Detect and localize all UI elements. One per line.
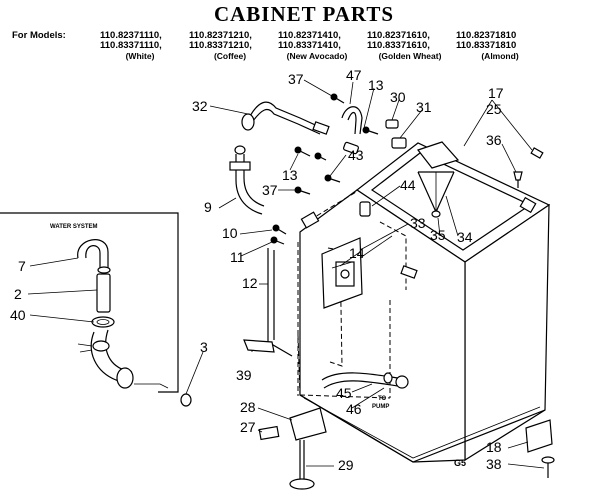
models-prefix: For Models:: [12, 30, 66, 41]
pipe: [341, 106, 363, 135]
water-tube: [96, 273, 111, 313]
part-number: 11: [230, 249, 245, 265]
part-number: 38: [486, 456, 502, 472]
rear-leg: [525, 419, 555, 478]
part-number: 35: [430, 227, 446, 243]
drain-tube: [229, 145, 265, 215]
inset-label: WATER SYSTEM: [50, 224, 98, 230]
part-number: 43: [348, 147, 364, 163]
to-pump-label: PUMP: [372, 404, 389, 410]
part-number: 30: [390, 89, 406, 105]
model-number: 110.83371610,: [367, 40, 430, 51]
part-number: 9: [204, 199, 212, 215]
to-pump-label: TO: [378, 396, 387, 402]
hose-clamp: [91, 316, 115, 328]
part-number: 3: [200, 339, 208, 355]
part-number: 40: [10, 307, 26, 323]
model-number: 110.83371410,: [278, 40, 341, 51]
rod: [267, 248, 293, 357]
part-number: 37: [288, 71, 304, 87]
color-caption: (New Avocado): [286, 51, 348, 61]
color-caption: (Almond): [481, 51, 519, 61]
part-number: 31: [416, 99, 432, 115]
part-number: 10: [222, 225, 238, 241]
part-number: 14: [349, 245, 365, 261]
part-number: 27: [240, 419, 256, 435]
part-number: 18: [486, 439, 502, 455]
water-hose: [90, 331, 131, 385]
part-number: 2: [14, 286, 22, 302]
drain-hose: [321, 372, 409, 389]
model-number: 110.82371210,: [189, 30, 252, 41]
water-system-inset: WATER SYSTEM: [0, 212, 179, 393]
model-number: 110.82371410,: [278, 30, 341, 41]
part-number: 29: [338, 457, 354, 473]
color-caption: (Coffee): [213, 51, 247, 61]
leader-lines: [27, 79, 545, 469]
part-number: 39: [236, 367, 252, 383]
model-number: 110.83371210,: [189, 40, 252, 51]
clamp: [180, 393, 192, 407]
part-labels: 7 2 40 3 9 10 11 12 13 37 32 37 47 13 30…: [10, 67, 504, 473]
part-number: 12: [242, 275, 258, 291]
color-caption: (White): [125, 51, 155, 61]
bracket: [243, 339, 275, 353]
leveling-leg: [258, 407, 327, 490]
timer-bracket: [321, 235, 393, 309]
part-number: 7: [18, 258, 26, 274]
part-number: 37: [262, 182, 278, 198]
color-caption: (Golden Wheat): [378, 51, 442, 61]
model-number: 110.83371810: [456, 40, 517, 51]
inlet-hose: [77, 239, 109, 270]
page-title: CABINET PARTS: [213, 2, 395, 26]
part-number: 47: [346, 67, 362, 83]
part-number: 13: [282, 167, 298, 183]
model-number: 110.83371110,: [100, 40, 162, 51]
part-number: 45: [336, 385, 352, 401]
clip: [359, 201, 371, 217]
part-number: 13: [368, 77, 384, 93]
clamp: [385, 119, 399, 129]
model-number: 110.82371810: [456, 30, 517, 41]
part-number: 32: [192, 98, 208, 114]
model-number: 110.82371610,: [367, 30, 430, 41]
figure-code: G5: [454, 458, 466, 468]
part-number: 44: [400, 177, 416, 193]
screw: [513, 171, 523, 188]
part-number: 25: [486, 101, 502, 117]
model-number: 110.82371110,: [100, 30, 162, 41]
part-number: 34: [457, 229, 473, 245]
part-number: 28: [240, 399, 256, 415]
part-number: 46: [346, 401, 362, 417]
part-number: 17: [488, 85, 504, 101]
part-number: 36: [486, 132, 502, 148]
part-number: 33: [410, 215, 426, 231]
screws: [270, 93, 379, 245]
hose-assembly: [241, 101, 330, 135]
top-bracket: [417, 141, 460, 169]
